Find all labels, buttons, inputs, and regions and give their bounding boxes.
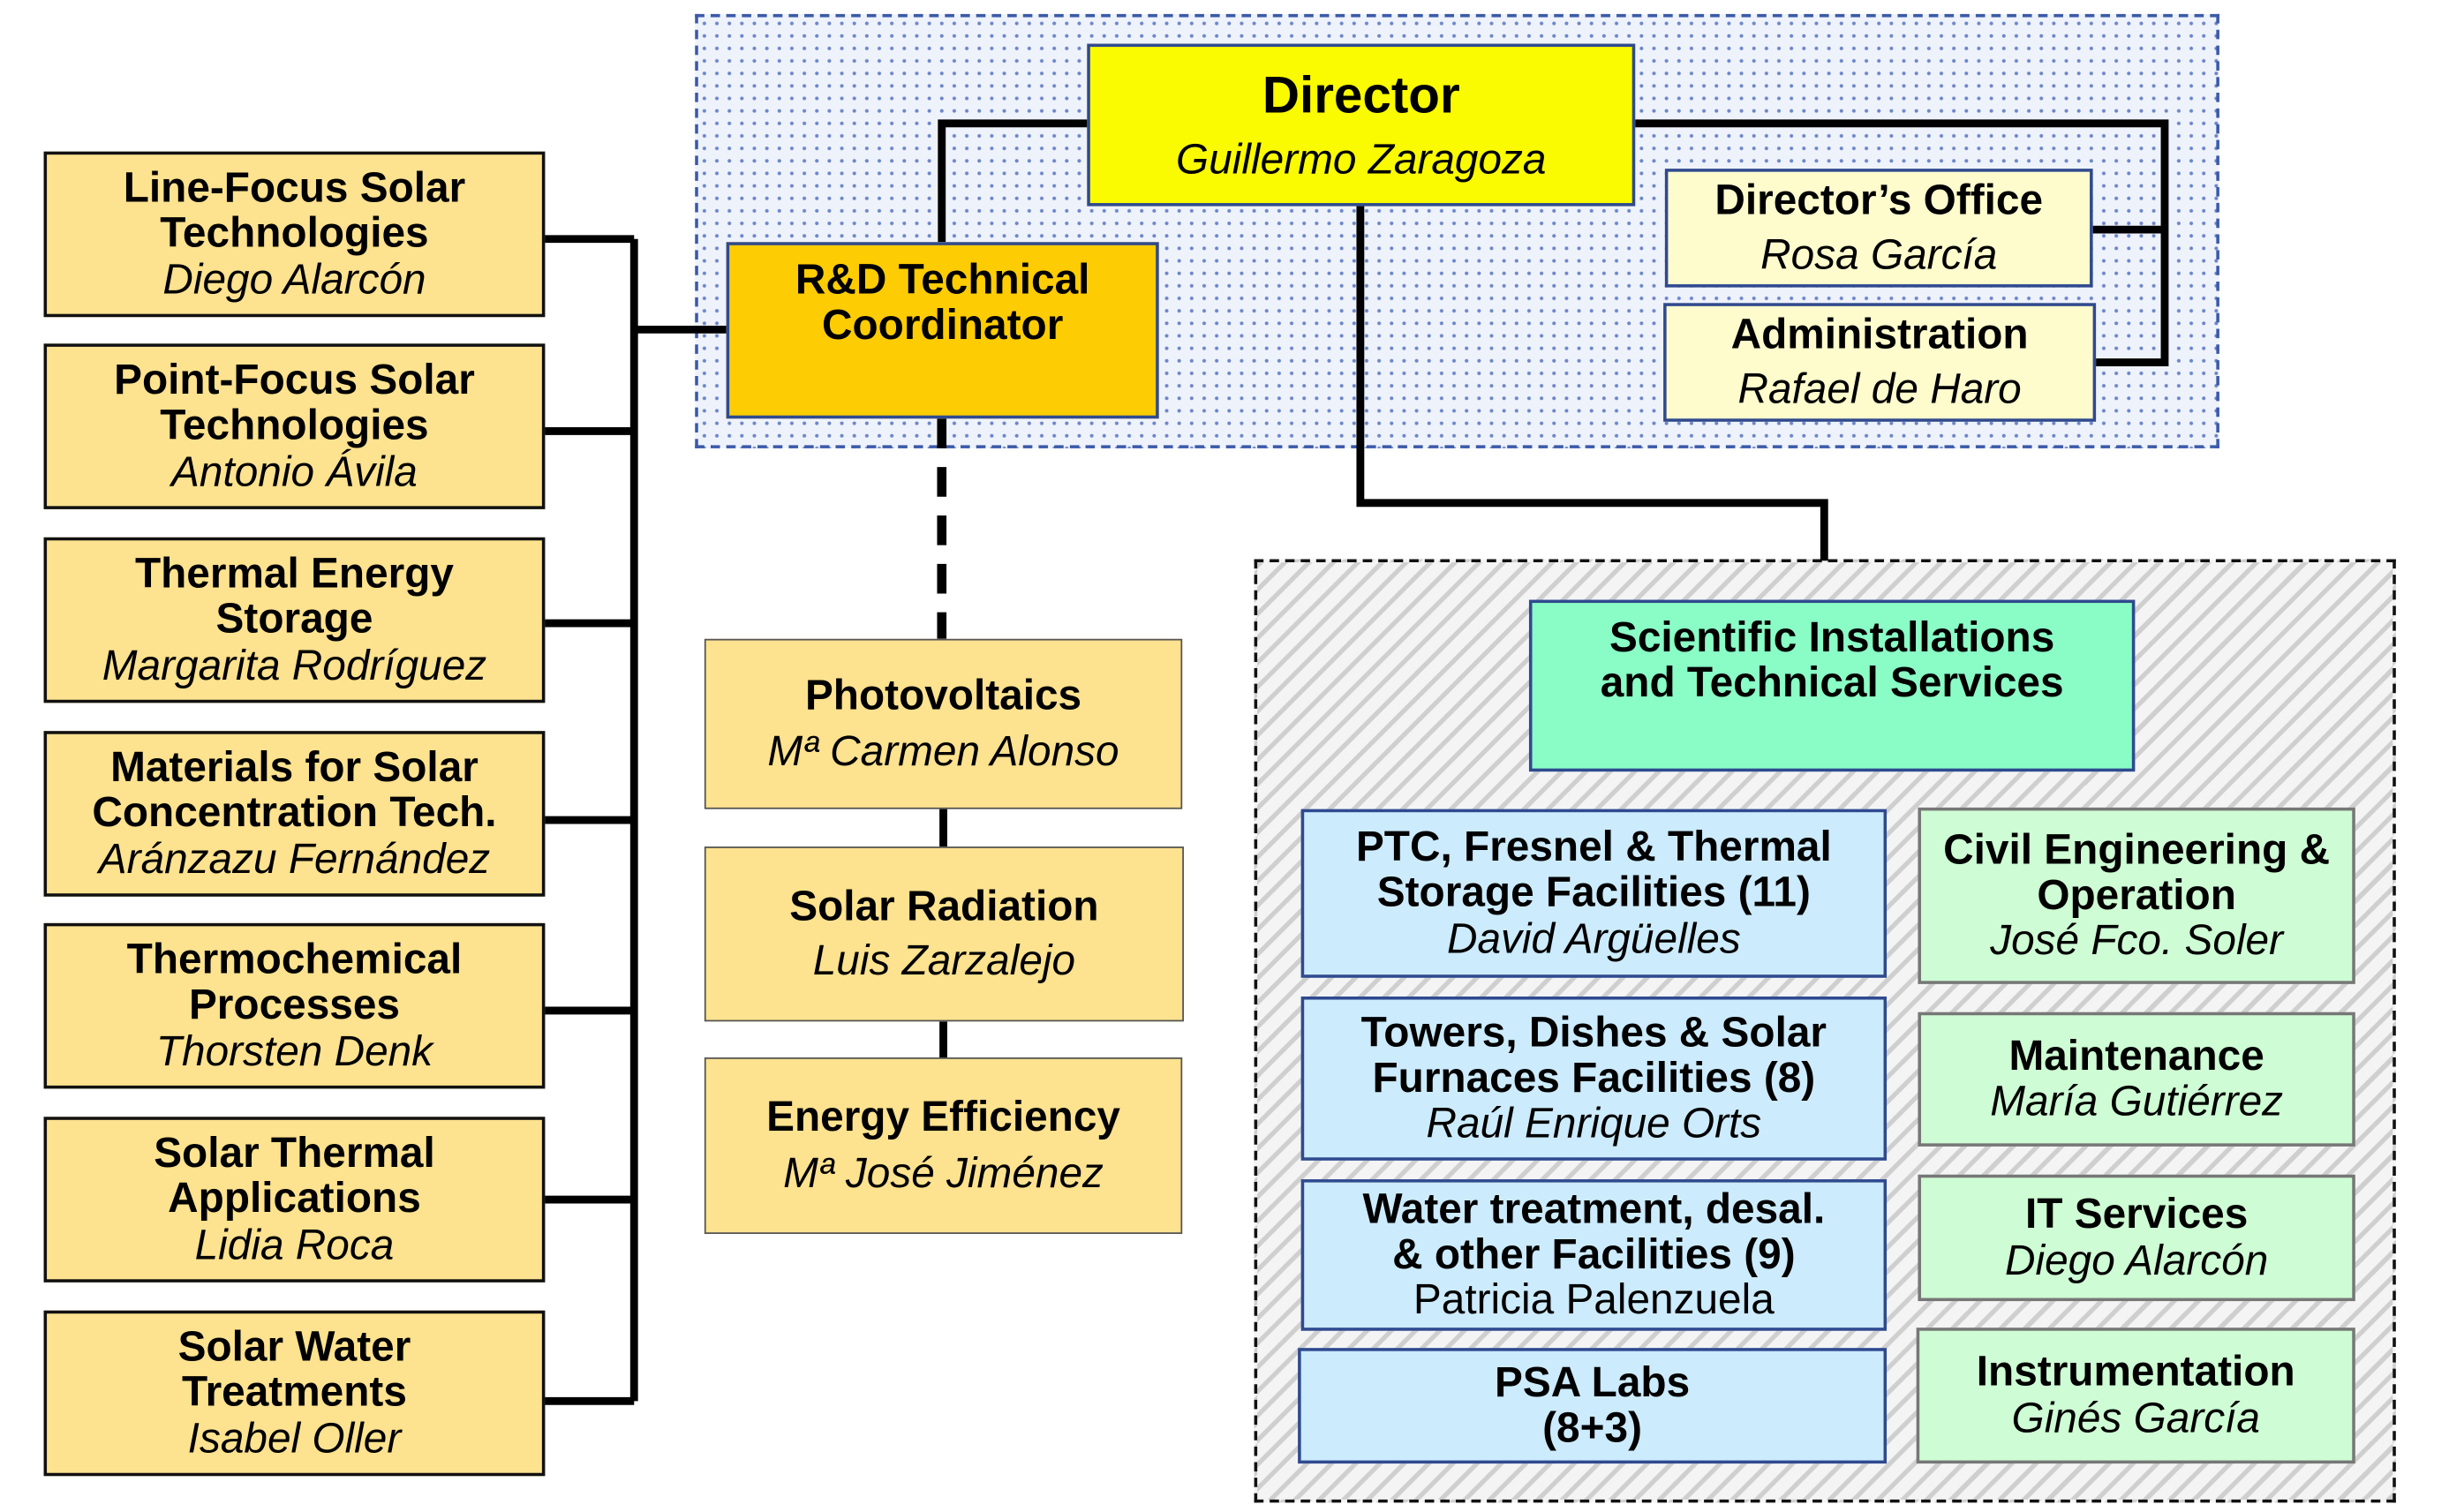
director-office-line bbox=[1633, 119, 2169, 366]
unit-head-name: Margarita Rodríguez bbox=[102, 641, 487, 688]
unit-box: Point-Focus Solar Technologies Antonio Á… bbox=[43, 343, 546, 509]
service-head-name: María Gutiérrez bbox=[1990, 1078, 2284, 1125]
unit-title-line1: Solar Thermal bbox=[154, 1129, 435, 1177]
facility-head-name: Raúl Enrique Orts bbox=[1426, 1099, 1762, 1147]
facility-title-line1: PSA Labs bbox=[1494, 1358, 1691, 1406]
facility-title-line2: & other Facilities (9) bbox=[1392, 1230, 1796, 1278]
directors-office-title: Director’s Office bbox=[1714, 176, 2044, 223]
unit-box: Solar Water Treatments Isabel Oller bbox=[43, 1310, 546, 1477]
middle-unit-head-name: Luis Zarzalejo bbox=[812, 937, 1076, 984]
unit-head-name: Diego Alarcón bbox=[162, 255, 426, 303]
unit-title-line1: Point-Focus Solar bbox=[114, 356, 475, 404]
middle-unit-box: Photovoltaics Mª Carmen Alonso bbox=[704, 638, 1183, 809]
service-box: Civil Engineering & Operation José Fco. … bbox=[1918, 807, 2355, 984]
unit-head-name: Aránzazu Fernández bbox=[98, 834, 491, 883]
service-title-line1: Maintenance bbox=[2008, 1032, 2264, 1079]
administration-name: Rafael de Haro bbox=[1737, 365, 2022, 413]
administration-box: Administration Rafael de Haro bbox=[1663, 303, 2097, 422]
facility-head-name: David Argüelles bbox=[1446, 914, 1741, 962]
unit-box: Thermochemical Processes Thorsten Denk bbox=[43, 922, 546, 1089]
unit-title-line2: Technologies bbox=[160, 209, 429, 257]
unit-title-line1: Materials for Solar bbox=[110, 743, 478, 791]
facility-title-line2: Furnaces Facilities (8) bbox=[1372, 1054, 1816, 1102]
unit-box: Thermal Energy Storage Margarita Rodrígu… bbox=[43, 537, 546, 703]
unit-title-line2: Concentration Tech. bbox=[92, 789, 497, 837]
facility-box: PSA Labs (8+3) bbox=[1298, 1348, 1888, 1464]
rd-coordinator-title-line1: R&D Technical bbox=[795, 256, 1090, 304]
facility-title-line1: Water treatment, desal. bbox=[1362, 1185, 1826, 1232]
facility-title-line1: PTC, Fresnel & Thermal bbox=[1355, 824, 1832, 871]
unit-title-line2: Treatments bbox=[182, 1368, 407, 1417]
unit-title-line1: Line-Focus Solar bbox=[123, 164, 466, 212]
unit-title-line1: Solar Water bbox=[177, 1323, 411, 1371]
rd-coordinator-title-line2: Coordinator bbox=[821, 301, 1064, 349]
facility-title-line2: Storage Facilities (11) bbox=[1376, 869, 1811, 916]
sits-title-line2: and Technical Services bbox=[1600, 659, 2064, 707]
middle-unit-title: Solar Radiation bbox=[789, 882, 1099, 929]
unit-box: Line-Focus Solar Technologies Diego Alar… bbox=[43, 151, 546, 318]
facility-box: PTC, Fresnel & Thermal Storage Facilitie… bbox=[1300, 809, 1888, 978]
middle-unit-box: Energy Efficiency Mª José Jiménez bbox=[704, 1057, 1183, 1234]
rd-coordinator-box: R&D Technical Coordinator bbox=[726, 242, 1159, 419]
unit-title-line2: Storage bbox=[215, 595, 373, 643]
middle-unit-head-name: Mª Carmen Alonso bbox=[767, 726, 1119, 774]
sits-title-line1: Scientific Installations bbox=[1609, 613, 2055, 661]
service-box: Maintenance María Gutiérrez bbox=[1918, 1012, 2355, 1147]
middle-unit-box: Solar Radiation Luis Zarzalejo bbox=[704, 846, 1184, 1022]
middle-unit-head-name: Mª José Jiménez bbox=[783, 1148, 1104, 1196]
unit-head-name: Thorsten Denk bbox=[155, 1027, 433, 1074]
unit-head-name: Antonio Ávila bbox=[171, 448, 418, 495]
director-name: Guillermo Zaragoza bbox=[1176, 136, 1547, 184]
unit-head-name: Isabel Oller bbox=[187, 1414, 402, 1462]
director-coordinator-line bbox=[938, 119, 1089, 243]
facility-box: Water treatment, desal. & other Faciliti… bbox=[1300, 1179, 1888, 1331]
director-title: Director bbox=[1262, 64, 1460, 124]
sits-box: Scientific Installations and Technical S… bbox=[1528, 599, 2136, 772]
service-box: Instrumentation Ginés García bbox=[1916, 1328, 2355, 1464]
service-title-line1: Civil Engineering & bbox=[1943, 825, 2331, 873]
unit-title-line2: Applications bbox=[168, 1175, 421, 1222]
service-head-name: Ginés García bbox=[2011, 1394, 2260, 1441]
director-box: Director Guillermo Zaragoza bbox=[1087, 43, 1636, 207]
unit-title-line1: Thermochemical bbox=[126, 936, 463, 983]
service-title-line1: Instrumentation bbox=[1976, 1348, 2295, 1395]
unit-title-line2: Technologies bbox=[160, 402, 429, 449]
middle-unit-title: Photovoltaics bbox=[804, 672, 1082, 719]
unit-head-name: Lidia Roca bbox=[194, 1221, 395, 1268]
service-head-name: José Fco. Soler bbox=[1990, 916, 2284, 964]
administration-title: Administration bbox=[1730, 310, 2029, 357]
unit-title-line2: Processes bbox=[188, 982, 400, 1029]
facility-box: Towers, Dishes & Solar Furnaces Faciliti… bbox=[1300, 997, 1888, 1161]
middle-unit-title: Energy Efficiency bbox=[766, 1094, 1120, 1141]
unit-box: Materials for Solar Concentration Tech. … bbox=[43, 731, 546, 897]
service-title-line1: IT Services bbox=[2024, 1191, 2249, 1238]
service-head-name: Diego Alarcón bbox=[2004, 1236, 2269, 1283]
facility-head-name: Patricia Palenzuela bbox=[1413, 1275, 1775, 1323]
directors-office-box: Director’s Office Rosa García bbox=[1664, 169, 2093, 288]
unit-title-line1: Thermal Energy bbox=[134, 550, 454, 598]
service-title-line2: Operation bbox=[2037, 871, 2236, 919]
facility-title-line2: (8+3) bbox=[1542, 1403, 1643, 1451]
directors-office-name: Rosa García bbox=[1760, 230, 1998, 278]
service-box: IT Services Diego Alarcón bbox=[1918, 1174, 2355, 1302]
unit-box: Solar Thermal Applications Lidia Roca bbox=[43, 1117, 546, 1283]
director-sits-line bbox=[1356, 203, 1828, 561]
facility-title-line1: Towers, Dishes & Solar bbox=[1360, 1008, 1827, 1056]
